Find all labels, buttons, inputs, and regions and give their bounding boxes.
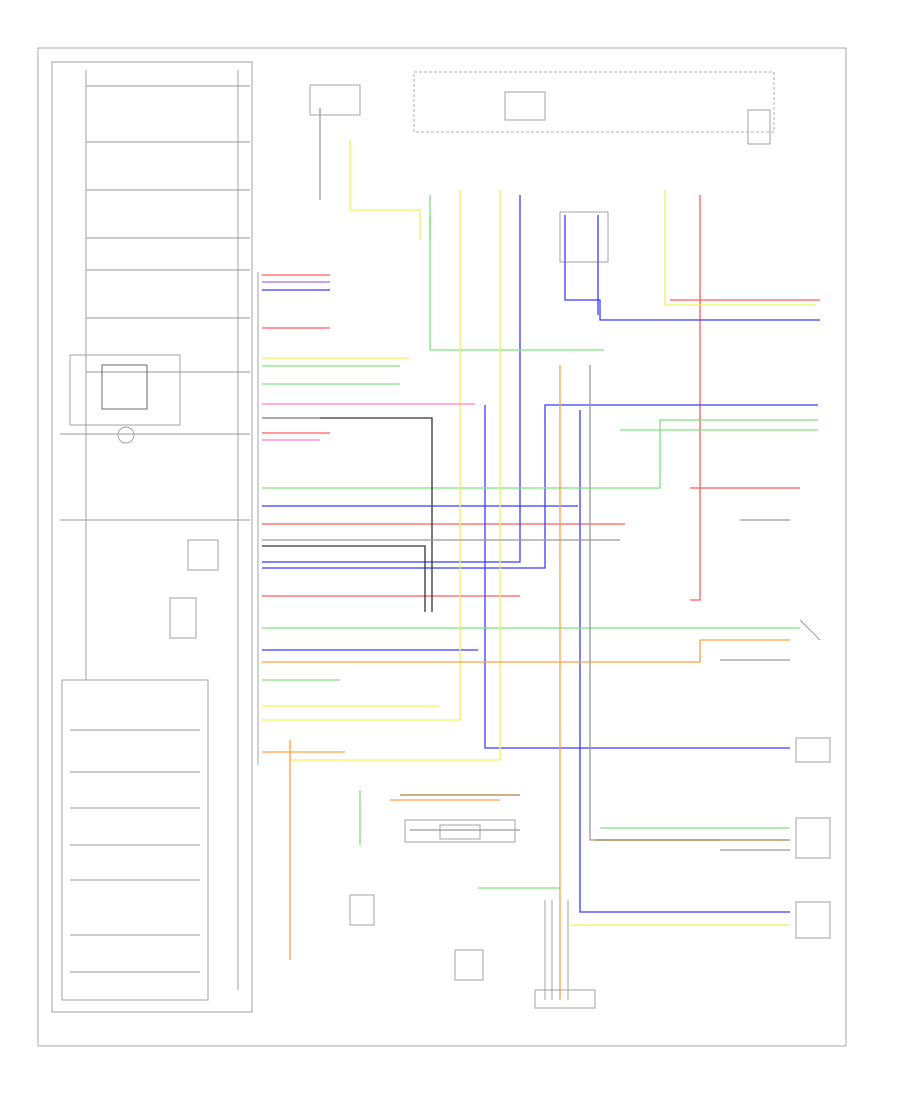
wire-red-5 — [690, 195, 800, 601]
wire-orange-1 — [262, 639, 790, 663]
bottom-components — [349, 819, 596, 1009]
wire-blue-4 — [262, 195, 521, 563]
wires — [262, 108, 820, 1000]
wire-green-6 — [429, 195, 604, 351]
wire-blue-8 — [564, 215, 820, 321]
wire-blue-7 — [579, 410, 790, 913]
gauge-assembly — [51, 61, 253, 1013]
right-connectors — [795, 619, 831, 939]
wire-yellow-2 — [262, 190, 461, 721]
wire-blue-5 — [484, 405, 790, 749]
control-unit — [309, 71, 775, 263]
wire-yellow-1 — [349, 140, 421, 240]
wire-black-1 — [262, 417, 433, 612]
wire-green-2 — [262, 419, 818, 489]
diagram-frame — [37, 47, 847, 1047]
wire-blue-3 — [262, 404, 818, 569]
wire-yellow-3 — [664, 190, 815, 306]
wire-yellow-4 — [262, 357, 440, 707]
wire-black-2 — [262, 545, 426, 612]
wire-yellow-5 — [290, 190, 501, 761]
